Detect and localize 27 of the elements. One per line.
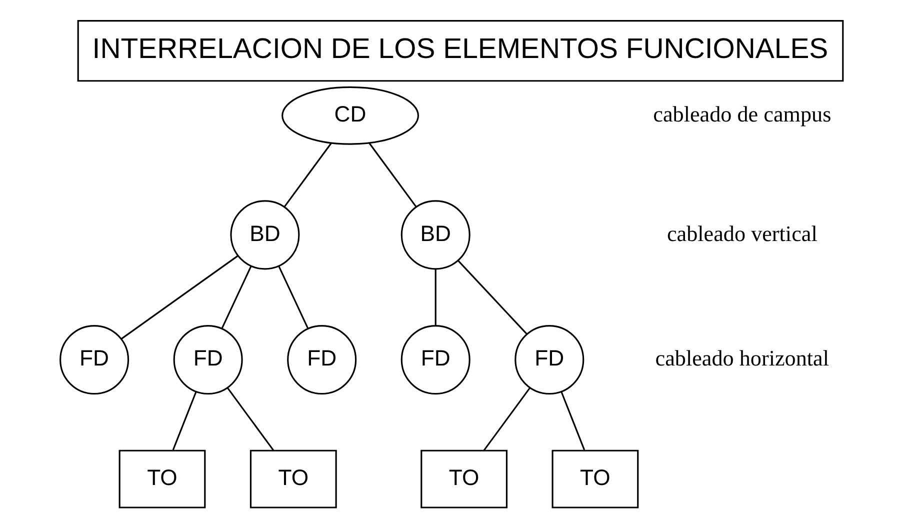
- connector: [220, 266, 252, 329]
- connector: [226, 387, 274, 451]
- connector: [560, 392, 585, 450]
- node-box: TO: [420, 450, 508, 508]
- connector: [278, 266, 308, 329]
- label: cableado vertical: [666, 220, 817, 246]
- node-circle: FD: [286, 325, 356, 395]
- label: cableado de campus: [652, 101, 831, 126]
- node-circle: BD: [230, 200, 300, 270]
- connector: [482, 387, 530, 451]
- connector: [368, 142, 416, 208]
- node-box: TO: [118, 450, 206, 508]
- node-circle: FD: [514, 325, 584, 395]
- label: cableado horizontal: [654, 346, 829, 371]
- diagram-title: INTERRELACION DE LOS ELEMENTOS FUNCIONALES: [92, 32, 828, 65]
- connector: [120, 255, 238, 340]
- connector: [283, 142, 332, 208]
- connector: [434, 269, 436, 326]
- node-circle: FD: [59, 325, 129, 395]
- connector: [457, 260, 528, 335]
- node-ellipse: CD: [281, 86, 419, 145]
- node-circle: FD: [400, 325, 470, 395]
- node-circle: FD: [172, 325, 242, 395]
- node-box: TO: [249, 450, 336, 508]
- node-circle: BD: [400, 200, 470, 270]
- node-box: TO: [551, 450, 638, 508]
- connector: [172, 392, 196, 450]
